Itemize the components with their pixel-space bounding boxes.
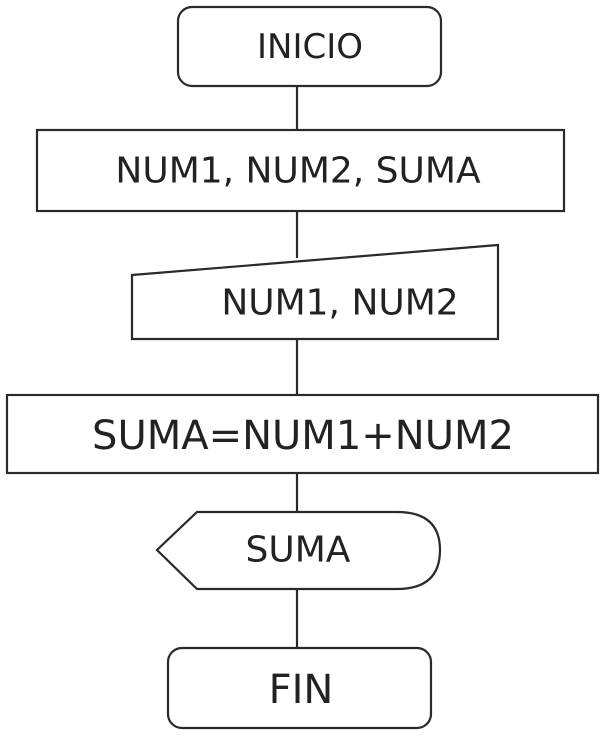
- declare-box: [35, 128, 566, 213]
- start-label: INICIO: [257, 27, 363, 67]
- output-display-box: [155, 510, 442, 591]
- input-manual-box: [130, 243, 500, 341]
- output-label: SUMA: [246, 530, 351, 571]
- end-label: FIN: [269, 667, 334, 713]
- process-label: SUMA=NUM1+NUM2: [92, 413, 514, 459]
- input-label: NUM1, NUM2: [221, 283, 458, 324]
- process-box: [5, 393, 600, 475]
- declare-label: NUM1, NUM2, SUMA: [115, 151, 481, 192]
- start-terminator: [176, 5, 443, 88]
- end-terminator: [166, 646, 433, 730]
